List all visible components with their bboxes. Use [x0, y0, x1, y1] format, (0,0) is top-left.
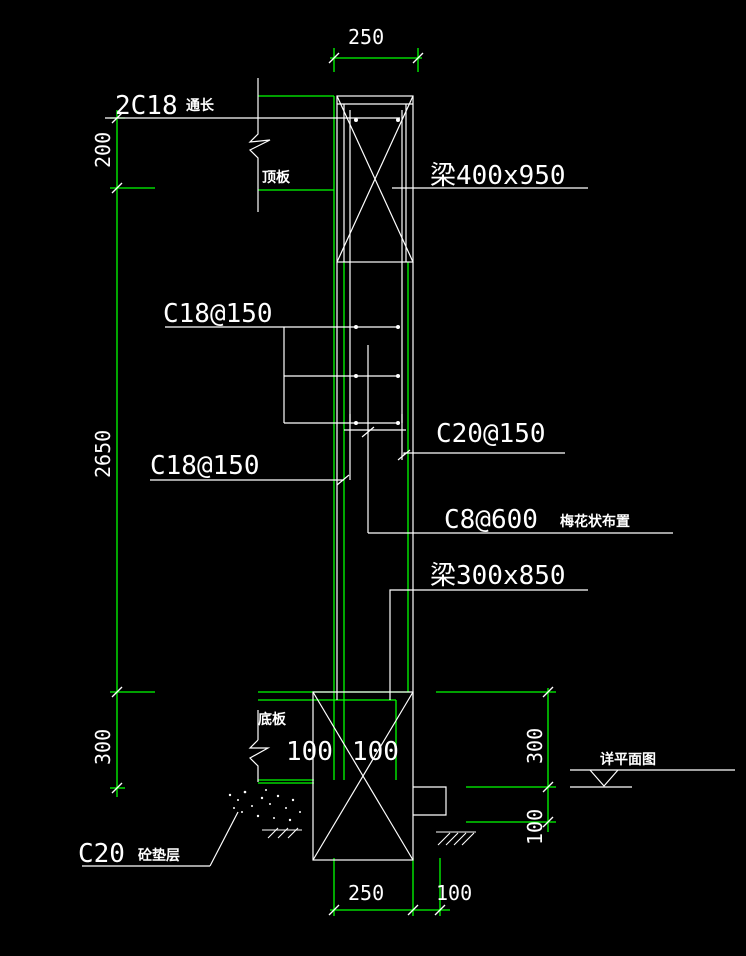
dim-left-200: 200: [91, 132, 115, 168]
dim-right-100: 100: [523, 809, 547, 845]
leader-ticks: [336, 426, 411, 486]
label-ground-level: 详平面图: [600, 751, 656, 768]
dim-right-300: 300: [523, 728, 547, 764]
dim-bottom-100: 100: [436, 881, 472, 905]
label-rebar-top-note: 通长: [186, 97, 215, 114]
label-cushion-note: 砼垫层: [138, 847, 180, 864]
rebar-dots: [354, 118, 400, 425]
label-beam-bottom: 梁300x850: [430, 561, 566, 591]
label-rebar-left-1: C18@150: [163, 299, 273, 329]
dim-top-width: 250: [348, 25, 384, 49]
label-rebar-left-2: C18@150: [150, 451, 260, 481]
label-rebar-top: 2C18: [115, 91, 178, 121]
annotation-texts: 2C18 通长 顶板 梁400x950 C18@150 C20@150 C18@…: [78, 91, 656, 869]
leader-lines: [82, 117, 735, 867]
structure-outline: [248, 78, 447, 861]
cushion-speckle: [228, 789, 301, 822]
dim-left-2650: 2650: [91, 430, 115, 478]
label-cushion: C20: [78, 839, 125, 869]
dim-bottom-250: 250: [348, 881, 384, 905]
soil-hatch: [262, 827, 476, 846]
dim-inner-100-b: 100: [352, 737, 399, 767]
label-rebar-right: C20@150: [436, 419, 546, 449]
label-beam-top: 梁400x950: [430, 161, 566, 191]
dim-inner-100-a: 100: [286, 737, 333, 767]
label-tie-note: 梅花状布置: [560, 513, 630, 530]
dim-left-300: 300: [91, 729, 115, 765]
dimension-ticks: [111, 52, 554, 916]
dimension-texts: 250 200 2650 300 300 100 250 100 100 100: [91, 25, 547, 905]
label-tie-bar: C8@600: [444, 505, 538, 535]
label-top-slab: 顶板: [262, 169, 291, 186]
label-bottom-slab: 底板: [258, 711, 287, 728]
